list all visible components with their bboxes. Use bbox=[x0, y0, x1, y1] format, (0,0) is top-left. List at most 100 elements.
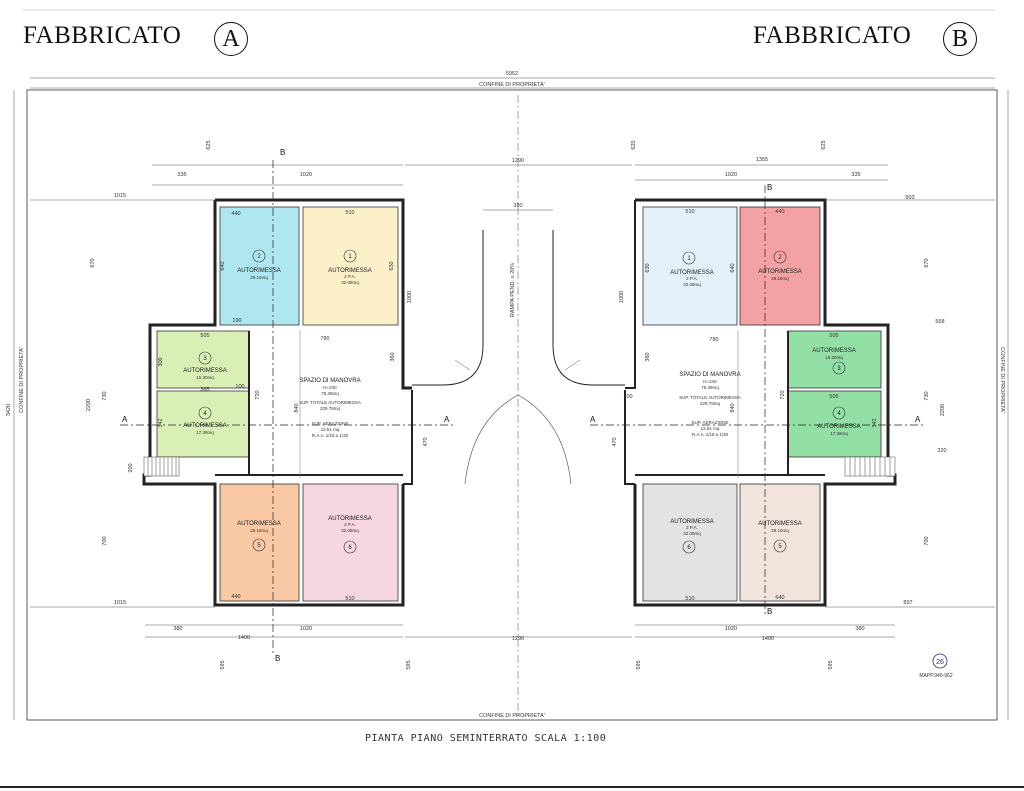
dim-a-595c: 595 bbox=[406, 660, 412, 669]
dim-a-360: 360 bbox=[390, 352, 396, 361]
garage-a6 bbox=[302, 483, 399, 602]
garage-b6-sub: 2 P.A. bbox=[686, 525, 698, 530]
garage-b2-area: 29.16mq bbox=[771, 276, 789, 281]
dim-b-840: 840 bbox=[730, 403, 736, 412]
dim-b-360: 360 bbox=[645, 352, 651, 361]
dim-a-365: 365 bbox=[200, 387, 209, 393]
garage-b1-label: AUTORIMESSA bbox=[670, 270, 714, 276]
dim-a-1000: 1000 bbox=[407, 291, 413, 303]
dim-b-320: 320 bbox=[937, 448, 946, 454]
garage-b4-label: AUTORIMESSA bbox=[817, 424, 861, 430]
dim-b-568: 568 bbox=[935, 319, 944, 325]
ramp-width-dim: 380 bbox=[513, 203, 522, 209]
building-a-plan: 2 AUTORIMESSA 29.16mq 1 AUTORIMESSA 2 P.… bbox=[30, 140, 455, 670]
dim-b-640: 640 bbox=[730, 263, 736, 272]
garage-b5-area: 29.16mq bbox=[771, 528, 789, 533]
garage-a1-num: 1 bbox=[348, 254, 352, 260]
garage-a1 bbox=[302, 206, 399, 326]
maneuver-a-sup-val: 229.78mq bbox=[320, 406, 341, 411]
dim-a-380: 380 bbox=[173, 626, 182, 632]
section-a-left-a: A bbox=[122, 415, 128, 424]
dim-b-335: 335 bbox=[851, 172, 860, 178]
garage-a6-label: AUTORIMESSA bbox=[328, 516, 372, 522]
garage-b3 bbox=[787, 330, 882, 389]
maneuver-b-title: SPAZIO DI MANOVRA bbox=[679, 372, 740, 378]
maneuver-a-aer-val: 12.51 mq bbox=[321, 427, 340, 432]
garage-a1-sub: 2 P.A. bbox=[344, 274, 356, 279]
garage-b6-label: AUTORIMESSA bbox=[670, 519, 714, 525]
dim-b-730: 730 bbox=[924, 391, 930, 400]
dim-b-780: 780 bbox=[709, 337, 718, 343]
dim-a-640: 640 bbox=[220, 261, 226, 270]
garage-a5-area: 29.16mq bbox=[250, 528, 268, 533]
dim-b-720: 720 bbox=[780, 390, 786, 399]
dim-b-595: 595 bbox=[828, 660, 834, 669]
sheet-number: 26 bbox=[936, 659, 944, 666]
maneuver-b-sup: SUP. TOTALE AUTORIMESSA bbox=[679, 395, 741, 400]
garage-a2-area: 29.16mq bbox=[250, 275, 268, 280]
maneuver-b-rai: R.A.I= 1/18 ≥ 1/30 bbox=[692, 432, 729, 437]
garage-a6-area: 32.08mq bbox=[341, 528, 359, 533]
maneuver-a-title: SPAZIO DI MANOVRA bbox=[299, 378, 360, 384]
ramp: 380 RAMPA PEND. ≤ 20% 1290 1290 bbox=[403, 158, 635, 642]
maneuver-a-h: H=240 bbox=[323, 385, 337, 390]
dim-a-595: 595 bbox=[220, 660, 226, 669]
maneuver-b-aer-val: 12.51 mq bbox=[701, 426, 720, 431]
dim-a-510b: 510 bbox=[345, 596, 354, 602]
dim-b-897: 897 bbox=[903, 600, 912, 606]
section-b-bottom-b: B bbox=[767, 607, 772, 616]
dim-a-1015: 1015 bbox=[114, 193, 126, 199]
dim-a-1400: 1400 bbox=[238, 635, 250, 641]
garage-b5 bbox=[739, 483, 821, 602]
garage-b6 bbox=[642, 483, 738, 602]
garage-b5-num: 5 bbox=[778, 544, 782, 550]
dim-a-100: 100 bbox=[235, 384, 244, 390]
maneuver-a-aer: SUP. AERAZIONE bbox=[312, 421, 349, 426]
garage-b6-area: 32.08mq bbox=[683, 531, 701, 536]
garage-a2-num: 2 bbox=[257, 254, 261, 260]
section-a-right-a: A bbox=[444, 415, 450, 424]
garage-b2-num: 2 bbox=[778, 255, 782, 261]
dim-b-700: 700 bbox=[924, 536, 930, 545]
dim-a-342: 342 bbox=[158, 418, 164, 427]
garage-a3-area: 16.30mq bbox=[196, 375, 214, 380]
maneuver-b-h: H=240 bbox=[703, 379, 717, 384]
title-fabbricato-b: FABBRICATO bbox=[753, 22, 912, 49]
page-bottom-rule bbox=[0, 786, 1024, 788]
mapp-reference: MAPP.946-962 bbox=[919, 673, 952, 679]
dim-ramp-1290-top: 1290 bbox=[512, 158, 524, 164]
dim-b-342: 342 bbox=[872, 418, 878, 427]
garage-a4 bbox=[156, 390, 250, 458]
dim-a-630: 630 bbox=[389, 261, 395, 270]
dim-a-335: 335 bbox=[177, 172, 186, 178]
dim-a-510: 510 bbox=[345, 210, 354, 216]
garage-b3-num: 3 bbox=[837, 366, 841, 372]
dim-b-505: 505 bbox=[829, 333, 838, 339]
section-b-top-a: B bbox=[280, 148, 285, 157]
top-boundary-label: CONFINE DI PROPRIETA' bbox=[479, 82, 545, 88]
garage-a6-num: 6 bbox=[348, 545, 352, 551]
letter-circle-b: B bbox=[943, 22, 977, 56]
dim-a-190: 190 bbox=[232, 318, 241, 324]
dim-b-1000: 1000 bbox=[619, 291, 625, 303]
dim-a-470: 470 bbox=[423, 437, 429, 446]
garage-a4-label: AUTORIMESSA bbox=[183, 423, 227, 429]
dim-a-300: 300 bbox=[158, 357, 164, 366]
garage-a3-label: AUTORIMESSA bbox=[183, 368, 227, 374]
dim-b-380: 380 bbox=[855, 626, 864, 632]
garage-b4 bbox=[787, 390, 882, 458]
maneuver-b-area: 75.39mq bbox=[701, 385, 719, 390]
dim-a-440b: 440 bbox=[231, 594, 240, 600]
dim-a-440: 440 bbox=[231, 211, 240, 217]
garage-b1-sub: 2 P.A. bbox=[686, 276, 698, 281]
dim-b-100: 100 bbox=[623, 394, 632, 400]
left-boundary-label: CONFINE DI PROPRIETA' bbox=[19, 347, 25, 413]
dim-ramp-1290-bottom: 1290 bbox=[512, 636, 524, 642]
dim-a-505: 505 bbox=[200, 333, 209, 339]
dim-b-1400: 1400 bbox=[762, 636, 774, 642]
garage-b4-num: 4 bbox=[837, 411, 841, 417]
dim-b-510b: 510 bbox=[685, 596, 694, 602]
dim-b-640b: 640 bbox=[775, 595, 784, 601]
garage-a1-label: AUTORIMESSA bbox=[328, 268, 372, 274]
garage-a6-sub: 2 P.A. bbox=[344, 522, 356, 527]
